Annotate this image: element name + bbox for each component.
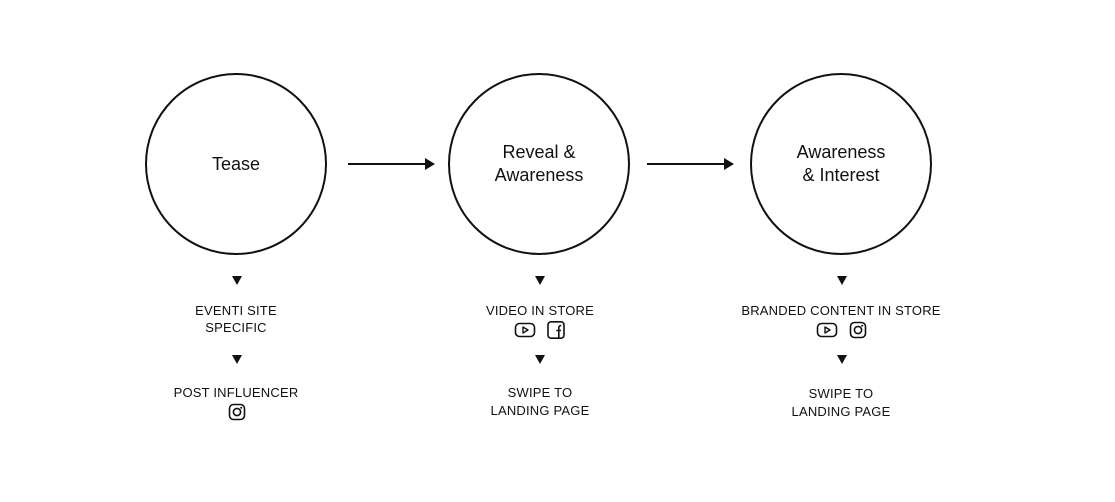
step-label: SWIPE TO LANDING PAGE — [490, 385, 590, 418]
step-label: BRANDED CONTENT IN STORE — [741, 303, 941, 318]
channel-icons — [480, 321, 600, 339]
stage-circle-awareness-interest: Awareness & Interest — [750, 73, 932, 255]
down-triangle-icon — [837, 276, 847, 285]
down-triangle-icon — [232, 276, 242, 285]
stage-circle-reveal-awareness: Reveal & Awareness — [448, 73, 630, 255]
flow-arrow — [348, 158, 435, 170]
youtube-icon — [816, 321, 838, 339]
instagram-icon — [848, 321, 868, 339]
down-triangle-icon — [535, 355, 545, 364]
facebook-icon — [546, 321, 566, 339]
down-triangle-icon — [837, 355, 847, 364]
stage-circle-tease: Tease — [145, 73, 327, 255]
step-label: POST INFLUENCER — [173, 385, 299, 400]
stage-title: Reveal & Awareness — [494, 142, 584, 185]
down-triangle-icon — [232, 355, 242, 364]
down-triangle-icon — [535, 276, 545, 285]
stage-title: Awareness & Interest — [796, 142, 886, 185]
instagram-icon — [227, 403, 247, 421]
step-label: EVENTI SITE SPECIFIC — [195, 303, 277, 335]
step-label: SWIPE TO LANDING PAGE — [791, 386, 891, 419]
channel-icons — [782, 321, 902, 339]
step-label: VIDEO IN STORE — [485, 303, 595, 318]
youtube-icon — [514, 321, 536, 339]
channel-icons — [177, 403, 297, 421]
stage-title: Tease — [211, 153, 261, 174]
flow-arrow — [647, 158, 734, 170]
